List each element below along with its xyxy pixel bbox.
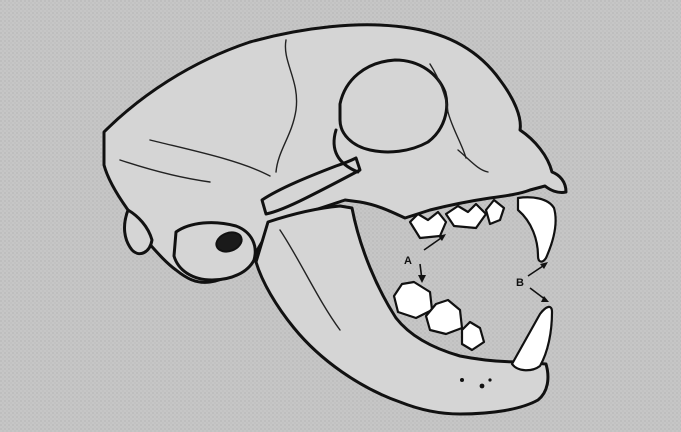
auditory-bulla [174, 223, 255, 280]
mental-foramen-2 [480, 384, 485, 389]
label-a: A [404, 255, 412, 267]
label-b: B [516, 277, 524, 289]
mental-foramen-3 [488, 378, 491, 381]
mental-foramen-1 [460, 378, 464, 382]
